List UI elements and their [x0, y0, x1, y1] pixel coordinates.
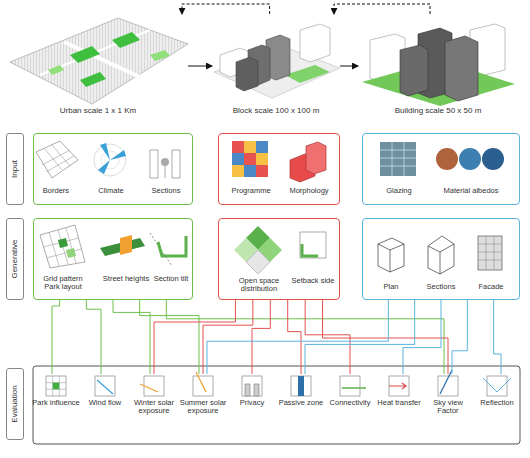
item-label: Winter solar exposure — [130, 399, 178, 416]
row-title: Evaluation — [11, 385, 20, 422]
connector-line — [334, 4, 430, 14]
item-label: Reflection — [473, 399, 521, 407]
evaluation-item: Summer solar exposure — [179, 374, 227, 432]
row-label: Input — [6, 133, 24, 205]
row-label: Evaluation — [6, 368, 24, 440]
evaluation-item: Wind flow — [81, 374, 129, 432]
input-group: ProgrammeMorphology — [218, 133, 340, 205]
connector-line — [252, 300, 270, 374]
connector-line — [86, 300, 101, 374]
scale-panel: Block scale 100 x 100 m — [212, 14, 340, 118]
building-illustration — [362, 24, 515, 106]
item-label: Setback side — [288, 277, 338, 285]
generative-group: Grid pattern Park layout Street heightsSe… — [33, 218, 193, 300]
item-label: Park influence — [32, 399, 80, 407]
connector-line — [403, 300, 441, 374]
connector-line — [188, 66, 212, 67]
evaluation-item: Winter solar exposure — [130, 374, 178, 432]
connector-line — [452, 300, 467, 374]
evaluation-item: Connectivity — [326, 374, 374, 432]
generative-group: Plan Sections Facade — [362, 218, 520, 300]
item-label: Wind flow — [81, 399, 129, 407]
input-group: Borders Climate Sections — [33, 133, 193, 205]
item-label: Facade — [471, 283, 511, 291]
item-label: Morphology — [279, 187, 339, 195]
item-label: Borders — [31, 187, 81, 195]
row-label: Generative — [6, 218, 24, 300]
scale-caption: Block scale 100 x 100 m — [212, 107, 340, 116]
input-group: GlazingMaterial albedos — [362, 133, 520, 205]
item-label: Open space distribution — [231, 277, 287, 294]
connector-line — [323, 300, 448, 374]
item-label: Glazing — [369, 187, 429, 195]
generative-group: Open space distributionSetback side — [218, 218, 340, 300]
connector-line — [203, 300, 253, 374]
evaluation-frame — [33, 366, 520, 444]
item-label: Climate — [86, 187, 136, 195]
connector-line — [305, 300, 350, 374]
scale-caption: Urban scale 1 x 1 Km — [8, 107, 188, 116]
connector-line — [340, 66, 358, 67]
item-label: Plan — [371, 283, 411, 291]
item-label: Grid pattern Park layout — [39, 275, 87, 292]
connector-line — [288, 300, 301, 374]
item-label: Material albedos — [431, 187, 511, 195]
evaluation-item: Reflection — [473, 374, 521, 432]
connector-line — [140, 300, 199, 374]
item-label: Programme — [221, 187, 281, 195]
input-icons — [36, 141, 504, 182]
evaluation-item: Park influence — [32, 374, 80, 432]
item-label: Sections — [419, 283, 464, 291]
evaluation-item: Heat transfer — [375, 374, 423, 432]
connector-line — [494, 300, 501, 374]
scale-panel: Urban scale 1 x 1 Km — [8, 14, 188, 118]
evaluation-item: Privacy — [228, 374, 276, 432]
item-label: Summer solar exposure — [179, 399, 227, 416]
connector-line — [154, 300, 235, 374]
connector-line — [305, 300, 415, 374]
evaluation-icons — [46, 370, 511, 396]
generative-icons — [40, 225, 502, 274]
connector-line — [166, 300, 444, 374]
item-label: Connectivity — [326, 399, 374, 407]
item-label: Heat transfer — [375, 399, 423, 407]
scale-panel: Building scale 50 x 50 m — [358, 14, 518, 118]
scale-caption: Building scale 50 x 50 m — [358, 107, 518, 116]
item-label: Street heights — [99, 275, 154, 283]
item-label: Sections — [141, 187, 191, 195]
evaluation-item: Sky view Factor — [424, 374, 472, 432]
connector-line — [207, 300, 388, 374]
row-title: Input — [11, 160, 20, 178]
connector-line — [113, 300, 150, 374]
evaluation-item: Passive zone — [277, 374, 325, 432]
item-label: Passive zone — [277, 399, 325, 407]
connector-line — [52, 300, 60, 374]
item-label: Section tilt — [151, 275, 191, 283]
row-title: Generative — [11, 239, 20, 278]
connector-line — [182, 4, 270, 14]
block-illustration — [214, 24, 340, 98]
item-label: Sky view Factor — [424, 399, 472, 416]
item-label: Privacy — [228, 399, 276, 407]
urban-illustration — [10, 18, 188, 104]
